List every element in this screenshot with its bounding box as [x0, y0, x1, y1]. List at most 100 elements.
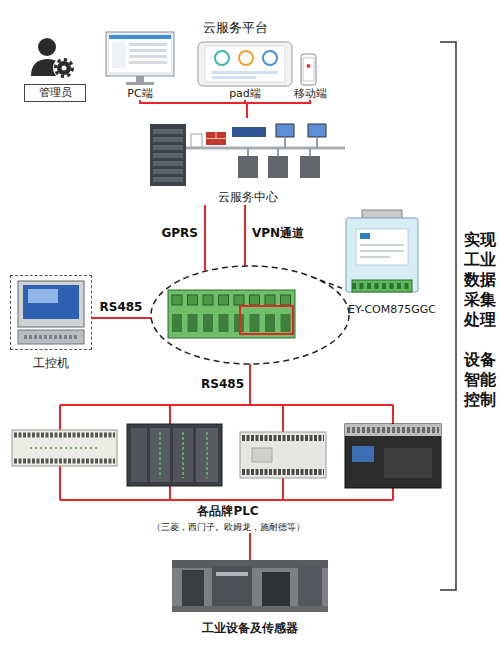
photo-floor — [172, 606, 328, 612]
plc-leds — [30, 447, 100, 449]
server-rack — [150, 124, 186, 186]
rack-unit — [153, 177, 183, 182]
small-server — [191, 134, 202, 147]
plc-module — [150, 428, 170, 482]
terminal-slot — [172, 314, 182, 332]
pc-client: PC端 — [100, 28, 180, 100]
monitor-link — [316, 137, 318, 148]
phone-frame — [301, 54, 316, 85]
signal-wire — [140, 100, 247, 118]
highlight-frame — [240, 306, 293, 334]
plc-terminals — [14, 433, 115, 438]
rack-unit — [153, 145, 183, 150]
plc-case — [240, 432, 326, 478]
monitor-screen — [109, 35, 171, 72]
plc-case — [127, 424, 222, 486]
mobile-client: 移动端 — [290, 28, 330, 100]
pad-gauge — [215, 51, 229, 65]
node-label: pad端 — [195, 87, 295, 100]
scope-note: 设备智能控制 — [463, 350, 497, 410]
terminal-screw — [188, 295, 198, 305]
machine — [212, 566, 252, 610]
node-label: EY-COM875GGC — [347, 303, 437, 316]
phone-icon — [307, 64, 311, 68]
terminal-screw — [203, 295, 213, 305]
admin-icon — [31, 38, 75, 79]
plc-group: 各品牌PLC（三菱，西门子。欧姆龙，施耐德等） — [8, 405, 448, 533]
ellipse-outline-layer — [150, 265, 350, 365]
zoom-ellipse — [151, 266, 349, 364]
admin-monitor — [276, 124, 294, 137]
screen-header — [109, 35, 171, 39]
plc-port — [352, 446, 374, 462]
plc-module — [173, 428, 193, 482]
terminal-screw — [234, 295, 244, 305]
brick-line — [216, 132, 217, 139]
industrial-equipment: 工业设备及传感器 — [172, 560, 328, 612]
industrial-pc: 工控机 — [10, 275, 92, 350]
pad-bar — [212, 71, 278, 74]
plate-line — [360, 250, 404, 252]
monitor-base — [126, 82, 154, 85]
admin-monitor — [308, 124, 326, 137]
bus-drop — [282, 478, 284, 500]
plc-terminals — [14, 459, 115, 464]
device-logo — [360, 233, 370, 239]
connector-label: RS485 — [92, 300, 150, 314]
bus-wire — [60, 404, 393, 406]
node-sublabel: （三菱，西门子。欧姆龙，施耐德等） — [8, 522, 448, 533]
cloud-center-illustration — [150, 124, 345, 186]
device-terminal — [352, 280, 412, 292]
signal-wire — [92, 317, 151, 319]
monitor-link — [284, 137, 286, 148]
machine — [262, 572, 290, 610]
screen-sidebar — [112, 42, 126, 68]
app-server — [268, 156, 288, 178]
gateway-device — [346, 210, 418, 292]
screen-row — [129, 43, 167, 46]
admin-head — [38, 38, 56, 56]
photo-background — [172, 560, 328, 612]
terminal-slot — [281, 314, 291, 332]
bus-drop — [282, 405, 284, 432]
bus-drop — [392, 405, 394, 424]
pc-monitor — [106, 32, 174, 85]
bus-drop — [392, 488, 394, 500]
plc-case — [12, 430, 117, 466]
plc-leds — [182, 432, 184, 478]
firewall — [206, 132, 226, 145]
pad-frame — [198, 42, 292, 86]
gear-teeth — [56, 60, 73, 77]
machine — [182, 570, 204, 610]
node-label: 移动端 — [280, 87, 340, 100]
signal-wire — [204, 205, 206, 271]
terminal-screw — [250, 295, 260, 305]
node-label: 工业设备及传感器 — [152, 621, 348, 635]
device-case — [346, 218, 418, 292]
app-server — [300, 156, 320, 178]
pad-gauge — [263, 51, 277, 65]
equipment-photo — [172, 560, 328, 612]
ipc-window — [28, 289, 58, 303]
cloud-center: 云服务中心 — [145, 118, 350, 205]
plc-module — [131, 428, 147, 482]
network-switch — [232, 127, 266, 137]
highlight — [216, 572, 248, 576]
plc-schneider — [345, 424, 441, 488]
node-label: 管理员 — [25, 85, 85, 101]
pad-screen — [205, 46, 285, 82]
gateway-terminal: EY-COM875GGC — [150, 265, 350, 365]
rack-unit — [153, 129, 183, 134]
terminal-slot — [203, 314, 213, 332]
plc-mitsubishi — [12, 430, 117, 466]
signal-wire — [244, 205, 246, 266]
group-heading: 云服务平台 — [180, 20, 290, 36]
monitor-stand — [136, 76, 144, 82]
pad-device — [198, 42, 292, 86]
terminal-slot — [188, 314, 198, 332]
phone-screen — [303, 58, 314, 81]
signal-wire — [249, 364, 251, 405]
plc-leds — [159, 432, 161, 478]
